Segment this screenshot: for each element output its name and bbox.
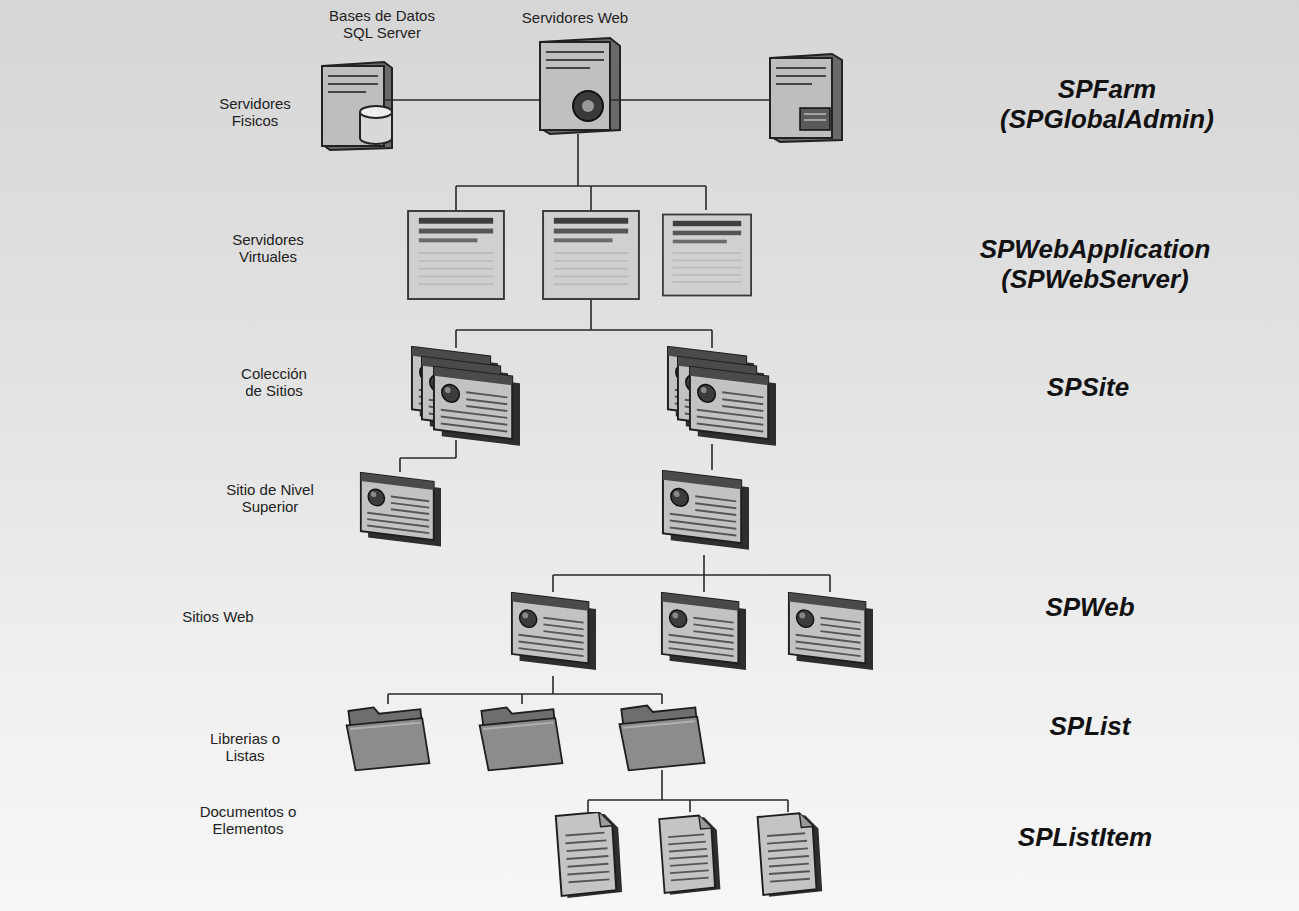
virtual-server-icon xyxy=(663,215,751,296)
level-label: Servidores Fisicos xyxy=(219,95,291,130)
level-label: Sitio de Nivel Superior xyxy=(214,481,326,516)
level-label: Sitios Web xyxy=(182,608,253,625)
site-collection-stack xyxy=(668,347,776,446)
top-level-site-icon xyxy=(361,473,441,547)
database-server-icon xyxy=(322,62,392,150)
list-folder-icon xyxy=(347,707,430,770)
document-icon xyxy=(556,812,622,898)
site-collection-stack xyxy=(412,347,520,446)
class-name: SPListItem xyxy=(1018,823,1152,853)
hierarchy-lines xyxy=(384,100,830,812)
top-level-site-icon xyxy=(663,471,749,550)
list-folder-icon xyxy=(619,706,704,771)
class-name: SPWebApplication (SPWebServer) xyxy=(980,235,1211,295)
list-folder-icon xyxy=(480,707,563,770)
web-site-icon xyxy=(662,593,746,670)
class-name: SPSite xyxy=(1047,373,1129,403)
class-name: SPFarm (SPGlobalAdmin) xyxy=(1000,75,1214,135)
document-icon xyxy=(758,813,823,897)
web-site-icon xyxy=(512,593,596,670)
document-icon xyxy=(659,816,720,895)
web-server-icon xyxy=(540,38,620,134)
level-label: Colección de Sitios xyxy=(234,365,314,400)
class-name: SPWeb xyxy=(1045,593,1134,623)
class-name: SPList xyxy=(1050,712,1131,742)
server-label: Servidores Web xyxy=(522,9,628,26)
db-label: Bases de Datos SQL Server xyxy=(323,7,441,42)
client-server-icon xyxy=(770,54,842,142)
virtual-server-icon xyxy=(543,211,639,299)
virtual-server-icon xyxy=(408,211,504,299)
level-label: Servidores Virtuales xyxy=(232,231,304,266)
level-label: Documentos o Elementos xyxy=(192,803,304,838)
level-label: Librerias o Listas xyxy=(201,730,289,765)
web-site-icon xyxy=(789,593,873,670)
